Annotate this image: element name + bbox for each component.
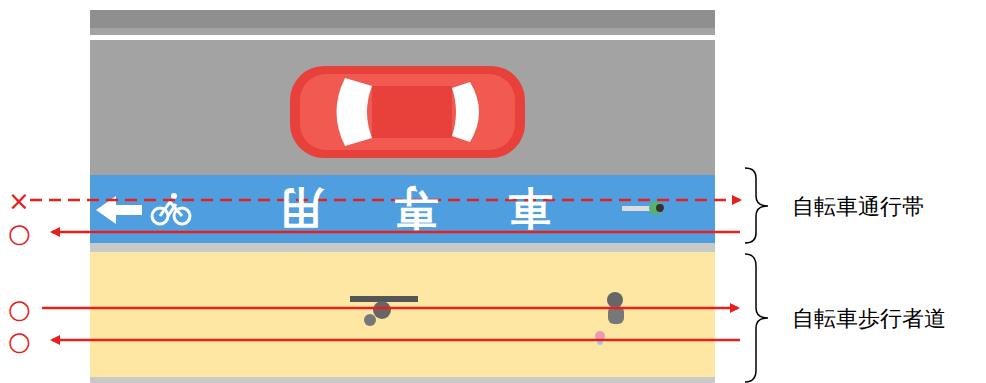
pedestrians [595,292,624,345]
car [290,66,525,158]
sidewalk-label: 自転車歩行者道 [792,308,946,330]
cyclist [622,201,664,215]
allowed-mark: ○ [8,296,31,322]
allowed-mark: ○ [8,328,31,354]
cyclist [350,296,418,326]
allowed-mark: ○ [8,220,31,246]
road-marking: 車専用 [210,186,552,230]
lane-label: 自転車通行帯 [792,196,924,218]
prohibited-mark: × [8,188,30,214]
